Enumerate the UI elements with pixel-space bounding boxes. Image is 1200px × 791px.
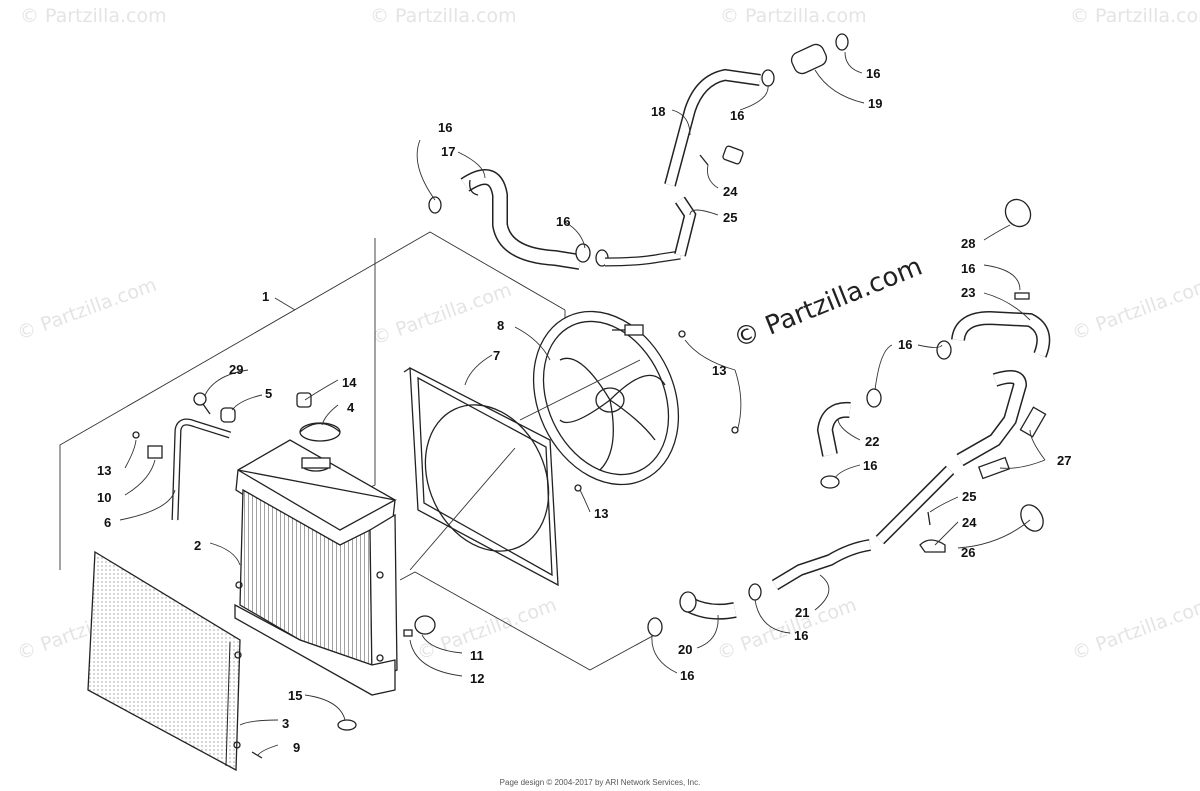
watermark-text: © Partzilla.com (20, 5, 167, 27)
callout-22: 22 (865, 434, 879, 449)
callout-21: 21 (795, 605, 809, 620)
watermark-text: © Partzilla.com (1070, 5, 1200, 27)
callout-16e: 16 (961, 261, 975, 276)
callout-11: 11 (470, 648, 484, 663)
callout-12: 12 (470, 671, 484, 686)
cooling-fan (532, 310, 680, 486)
callout-16b: 16 (556, 214, 570, 229)
callout-17: 17 (441, 144, 455, 159)
radiator (234, 439, 398, 696)
callout-16f: 16 (898, 337, 912, 352)
watermark-text: © Partzilla.com (714, 594, 859, 665)
leader-lines (119, 51, 1046, 756)
callout-13: 13 (97, 463, 111, 478)
callout-24a: 24 (723, 184, 738, 199)
watermark-text: © Partzilla.com (1069, 594, 1200, 665)
callout-8: 8 (497, 318, 504, 333)
watermark-text: © Partzilla.com (370, 5, 517, 27)
callout-16g: 16 (863, 458, 877, 473)
callout-18: 18 (651, 104, 665, 119)
callout-9: 9 (293, 740, 300, 755)
callout-13b: 13 (712, 363, 726, 378)
callout-1: 1 (262, 289, 269, 304)
callout-26: 26 (961, 545, 975, 560)
callout-6: 6 (104, 515, 111, 530)
callout-25b: 25 (962, 489, 976, 504)
watermark-text: © Partzilla.com (720, 5, 867, 27)
callout-19: 19 (868, 96, 882, 111)
callout-27: 27 (1057, 453, 1071, 468)
callout-16a: 16 (438, 120, 452, 135)
callout-28: 28 (961, 236, 975, 251)
callout-4: 4 (347, 400, 355, 415)
small-fasteners (132, 392, 436, 759)
callout-10: 10 (97, 490, 111, 505)
callout-7: 7 (493, 348, 500, 363)
watermark-text: © Partzilla.com (369, 279, 514, 350)
watermark-text: © Partzilla.com (1069, 274, 1200, 345)
callout-24b: 24 (962, 515, 977, 530)
watermark-text: © Partzilla.com (14, 274, 159, 345)
watermark-text: © Partzilla.com (414, 594, 559, 665)
callout-16c: 16 (730, 108, 744, 123)
callout-15: 15 (288, 688, 302, 703)
callout-16d: 16 (866, 66, 880, 81)
mesh-screen (87, 550, 242, 772)
callout-29: 29 (229, 362, 243, 377)
callout-3: 3 (282, 716, 289, 731)
callout-25a: 25 (723, 210, 737, 225)
page-footer: Page design © 2004-2017 by ARI Network S… (499, 778, 701, 787)
callout-16h: 16 (794, 628, 808, 643)
fan-screws (574, 330, 739, 492)
callout-14: 14 (342, 375, 357, 390)
fan-shroud (403, 366, 559, 587)
radiator-cap (299, 422, 341, 442)
lower-hose-assembly (647, 198, 1051, 637)
upper-hose-assembly (428, 33, 849, 270)
callout-labels: 1 2 3 4 5 6 7 8 9 10 11 12 13 13 13 14 1… (97, 66, 1071, 755)
callout-20: 20 (678, 642, 692, 657)
callout-5: 5 (265, 386, 272, 401)
callout-16i: 16 (680, 668, 694, 683)
callout-23: 23 (961, 285, 975, 300)
callout-13c: 13 (594, 506, 608, 521)
callout-2: 2 (194, 538, 201, 553)
